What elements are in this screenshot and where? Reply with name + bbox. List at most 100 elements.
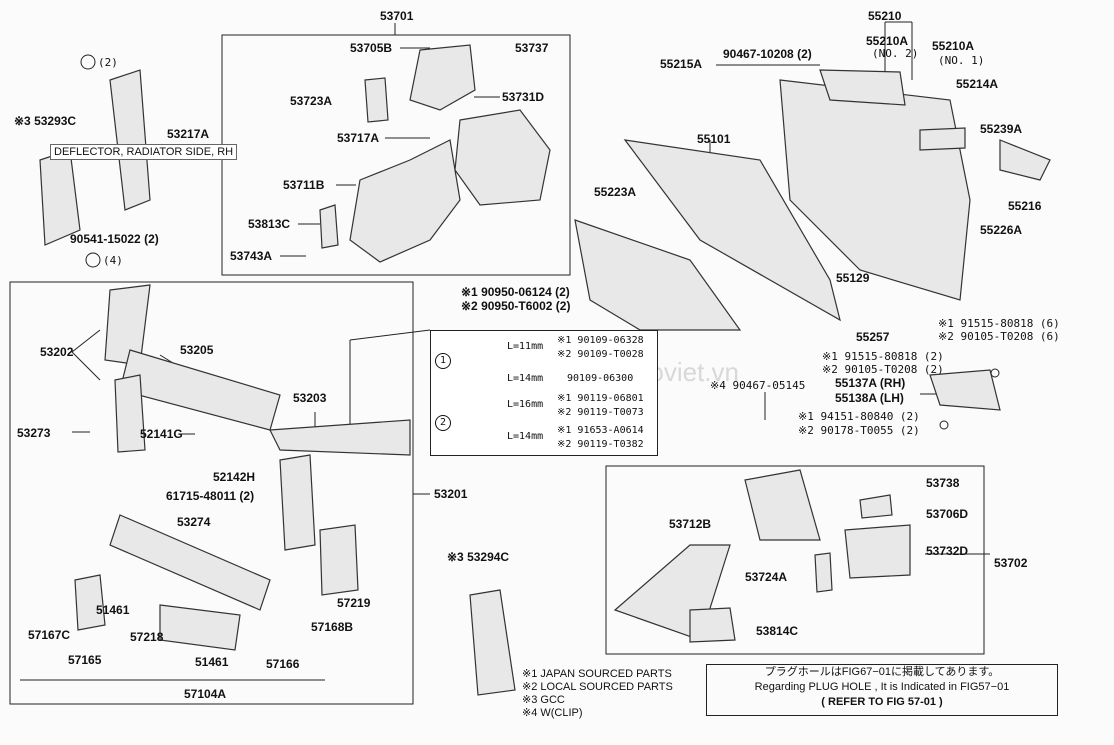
part-53201-brace [279,454,316,551]
label-53724A: 53724A [745,570,788,584]
label-53293C: ※3 53293C [14,114,77,128]
fastener-row2-a1: ※1 90119-06801 [557,393,644,404]
label-55215A: 55215A [660,57,703,71]
part-53731D [454,109,551,206]
label-90467: 90467-10208 (2) [723,47,812,61]
label-53813C: 53813C [248,217,291,231]
label-90541: 90541-15022 (2) [70,232,159,246]
label-53705B: 53705B [350,41,393,55]
part-55216 [999,139,1051,181]
fastener-row1-len-b: L=14mm [507,373,544,384]
label-57104A: 57104A [184,687,227,701]
label-55239A: 55239A [980,122,1023,136]
label-53294C: ※3 53294C [447,550,510,564]
source-notes: ※1 JAPAN SOURCED PARTS ※2 LOCAL SOURCED … [522,668,673,720]
part-57104A [109,514,271,611]
label-52142H: 52142H [213,470,256,484]
part-53203 [269,419,411,456]
fastener-row2-num: 2 [435,415,451,431]
label-circle2-qty: (2) [98,56,118,69]
label-55214A: 55214A [956,77,999,91]
fastener-row2-len-a: L=16mm [507,399,544,410]
label-53738: 53738 [926,476,960,490]
part-57219 [319,524,359,596]
label-190950: ※1 90950-06124 (2) [461,285,570,299]
label-55210A-no2-note: (NO. 2) [872,47,919,60]
part-57166 [159,604,241,651]
label-53202: 53202 [40,345,74,359]
label-55223A: 55223A [594,185,637,199]
note-2: ※2 LOCAL SOURCED PARTS [522,681,673,693]
fastener-row2-len-b: L=14mm [507,431,544,442]
label-57218: 57218 [130,630,164,644]
label-90178: ※2 90178-T0055 (2) [798,424,920,437]
label-53706D: 53706D [926,507,969,521]
label-94151: ※1 94151-80840 (2) [798,410,920,423]
part-53217A [109,69,151,211]
fastener-circle-2 [80,54,96,70]
group-box-53702 [605,465,985,655]
label-55129: 55129 [836,271,870,285]
label-circle1-qty: (4) [103,254,123,267]
label-55216: 55216 [1008,199,1042,213]
label-55210A-no2: 55210A [866,34,909,48]
part-55137A [929,369,1001,411]
label-53702: 53702 [994,556,1028,570]
part-53723A [364,77,389,123]
label-55210A-no1-note: (NO. 1) [938,54,985,67]
fastener-row1-b1: 90109-06300 [567,373,634,384]
label-53723A: 53723A [290,94,333,108]
label-57167C: 57167C [28,628,71,642]
label-290950: ※2 90950-T6002 (2) [461,299,571,313]
label-53731D: 53731D [502,90,545,104]
label-51461b: 51461 [195,655,229,669]
label-53712B: 53712B [669,517,712,531]
part-53724A [814,552,833,593]
label-53273: 53273 [17,426,51,440]
part-57167C [74,574,106,631]
label-53205: 53205 [180,343,214,357]
label-51461a: 51461 [96,603,130,617]
label-52141G: 52141G [140,427,183,441]
label-61715: 61715-48011 (2) [166,489,255,503]
note-4: ※4 W(CLIP) [522,707,583,719]
part-shapes [39,44,1051,696]
fastener-row1-len-a: L=11mm [507,341,544,352]
label-55101: 55101 [697,132,731,146]
note-3: ※3 GCC [522,694,565,706]
part-53813C [319,204,339,249]
fastener-row2-b1: ※1 91653-A0614 [557,425,644,436]
part-53294C [469,589,516,696]
label-90467b: ※4 90467-05145 [710,379,806,392]
label-53743A: 53743A [230,249,273,263]
label-57168B: 57168B [311,620,354,634]
label-53203: 53203 [293,391,327,405]
label-53201: 53201 [434,487,468,501]
label-290105b: ※2 90105-T0208 (2) [822,363,944,376]
label-53732D: 53732D [926,544,969,558]
part-53706D [859,494,893,519]
part-53711B [349,139,461,263]
fastener-table: 1 L=11mm ※1 90109-06328 ※2 90109-T0028 L… [430,330,658,456]
part-53293C [39,149,81,246]
part-52141G [114,374,146,453]
part-53205 [119,349,281,431]
label-290105a: ※2 90105-T0208 (6) [938,330,1060,343]
label-57219: 57219 [337,596,371,610]
fastener-symbols [80,54,1000,430]
label-55210A-no1: 55210A [932,39,975,53]
part-53705B [409,44,476,111]
label-53737: 53737 [515,41,549,55]
label-57165: 57165 [68,653,102,667]
label-55137A: 55137A (RH) [835,376,906,390]
label-55257: 55257 [856,330,890,344]
fastener-row1-a1: ※1 90109-06328 [557,335,644,346]
label-53814C: 53814C [756,624,799,638]
fastener-row1-num: 1 [435,353,451,369]
fastener-row2-a2: ※2 90119-T0073 [557,407,644,418]
part-53712B-upper [744,469,821,541]
label-53217A: 53217A [167,127,210,141]
plug-note-jp: プラグホールはFIG67−01に掲載してあります。 [764,666,1000,678]
